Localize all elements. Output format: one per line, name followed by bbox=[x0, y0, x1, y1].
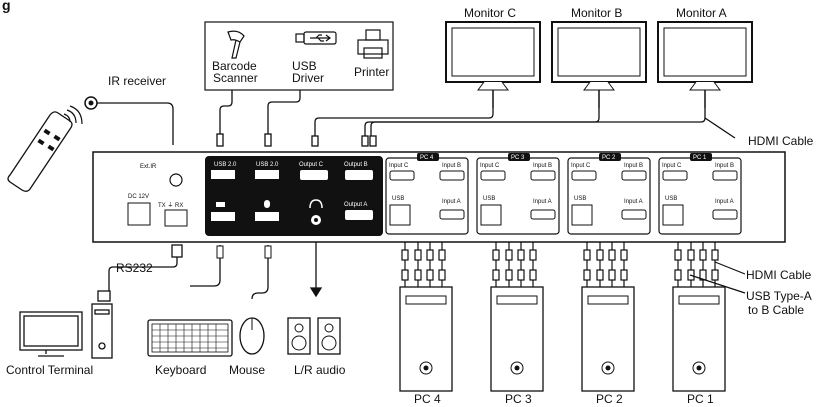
usb20-a-port bbox=[211, 170, 235, 179]
usb20-b-port bbox=[255, 170, 279, 179]
keyboard-port-icon bbox=[216, 202, 225, 207]
pc4-input-b-label: Input B bbox=[442, 163, 461, 169]
usb-driver-label-1: USB bbox=[292, 59, 317, 73]
pc4-input-c-label: Input C bbox=[389, 163, 409, 169]
monitor-a-label: Monitor A bbox=[676, 6, 727, 20]
pc4-tower bbox=[399, 286, 453, 392]
pc4-tag: PC 4 bbox=[420, 155, 434, 161]
dc-port bbox=[127, 202, 151, 226]
printer-icon bbox=[357, 29, 389, 59]
output-b-label: Output B bbox=[344, 162, 368, 168]
usb-peripheral-cables bbox=[216, 90, 301, 147]
pc1-usb-label: USB bbox=[665, 196, 677, 202]
pc1-tag: PC 1 bbox=[693, 155, 707, 161]
pc1-input-a-label: Input A bbox=[715, 199, 734, 205]
hdmi-cable-bottom-leader bbox=[714, 261, 746, 275]
pc2-tag: PC 2 bbox=[602, 155, 616, 161]
hdmi-cable-bottom-label: HDMI Cable bbox=[746, 268, 812, 282]
pc2-cables bbox=[583, 242, 628, 287]
pc1-inputs: PC 1 Input C Input B USB Input A bbox=[658, 153, 742, 235]
pc2-tower bbox=[581, 286, 635, 392]
pc3-label: PC 3 bbox=[505, 392, 532, 406]
speakers-icon bbox=[287, 317, 341, 355]
keyboard-icon bbox=[147, 319, 233, 357]
txrx-label: TX ⏚ RX bbox=[158, 202, 183, 209]
output-b-port bbox=[345, 170, 373, 180]
monitor-c-label: Monitor C bbox=[464, 6, 516, 20]
ext-ir-label: Ext.IR bbox=[140, 164, 157, 170]
mouse-port-icon bbox=[264, 200, 270, 208]
pc1-input-b-label: Input B bbox=[715, 163, 734, 169]
keyboard-label: Keyboard bbox=[155, 363, 206, 377]
barcode-scanner-icon bbox=[227, 30, 245, 59]
pc1-tower bbox=[672, 286, 726, 392]
output-a-label: Output A bbox=[344, 202, 367, 208]
hdmi-cable-top-label: HDMI Cable bbox=[748, 134, 814, 148]
rs232-port bbox=[164, 209, 188, 227]
pc3-usb-label: USB bbox=[483, 196, 495, 202]
usb-cable-label-2: to B Cable bbox=[748, 303, 804, 317]
pc4-inputs: PC 4 Input C Input B USB Input A bbox=[385, 153, 469, 235]
control-terminal-label: Control Terminal bbox=[6, 363, 93, 377]
pc4-usb-label: USB bbox=[392, 196, 404, 202]
pc4-input-a-label: Input A bbox=[442, 199, 461, 205]
pc2-input-c-label: Input C bbox=[571, 163, 591, 169]
usb-cable-label-1: USB Type-A bbox=[746, 289, 812, 303]
pc2-usb-label: USB bbox=[574, 196, 586, 202]
monitor-b-label: Monitor B bbox=[571, 6, 622, 20]
ext-ir-port bbox=[169, 173, 183, 187]
pc4-label: PC 4 bbox=[414, 392, 441, 406]
keyboard-port bbox=[211, 212, 235, 221]
barcode-label-1: Barcode bbox=[212, 59, 257, 73]
pc3-tag: PC 3 bbox=[511, 155, 525, 161]
pc1-input-c-label: Input C bbox=[662, 163, 682, 169]
mouse-icon bbox=[239, 317, 265, 355]
usb-cable-leader bbox=[689, 274, 746, 294]
pc2-label: PC 2 bbox=[596, 392, 623, 406]
host-port-panel bbox=[205, 156, 383, 236]
pc2-input-a-label: Input A bbox=[624, 199, 643, 205]
usb20-b-label: USB 2.0 bbox=[256, 162, 279, 168]
pc2-inputs: PC 2 Input C Input B USB Input A bbox=[567, 153, 651, 235]
output-c-label: Output C bbox=[299, 162, 324, 168]
diagram-title: g bbox=[2, 0, 11, 13]
mouse-port bbox=[255, 212, 279, 221]
pc4-cables bbox=[401, 242, 446, 287]
usb20-a-label: USB 2.0 bbox=[214, 162, 237, 168]
control-terminal-icon bbox=[19, 303, 113, 359]
hdmi-monitor-cables bbox=[311, 108, 736, 147]
rs232-label: RS232 bbox=[116, 261, 153, 275]
output-a-port bbox=[345, 210, 373, 220]
headphone-icon bbox=[309, 199, 323, 209]
pc2-input-b-label: Input B bbox=[624, 163, 643, 169]
monitor-a bbox=[657, 21, 753, 108]
audio-cable bbox=[309, 242, 323, 298]
usb-driver-label-2: Driver bbox=[292, 71, 324, 85]
rs232-cable bbox=[97, 244, 183, 302]
pc3-input-c-label: Input C bbox=[480, 163, 500, 169]
monitor-b bbox=[551, 21, 647, 108]
dc-12v-label: DC 12V bbox=[128, 194, 149, 200]
monitor-c bbox=[445, 21, 541, 108]
audio-label: L/R audio bbox=[294, 363, 346, 377]
usb-drive-icon bbox=[295, 31, 337, 45]
pc3-cables bbox=[492, 242, 537, 287]
pc3-tower bbox=[490, 286, 544, 392]
ir-receiver-label: IR receiver bbox=[108, 74, 166, 88]
pc3-input-b-label: Input B bbox=[533, 163, 552, 169]
barcode-label-2: Scanner bbox=[213, 71, 258, 85]
mouse-label: Mouse bbox=[229, 363, 265, 377]
ir-cable bbox=[97, 102, 174, 145]
remote-control-icon bbox=[7, 105, 83, 192]
pc3-input-a-label: Input A bbox=[533, 199, 552, 205]
pc1-label: PC 1 bbox=[687, 392, 714, 406]
pc1-cables bbox=[674, 242, 719, 287]
output-c-port bbox=[300, 170, 328, 180]
pc3-inputs: PC 3 Input C Input B USB Input A bbox=[476, 153, 560, 235]
printer-label: Printer bbox=[354, 65, 389, 79]
